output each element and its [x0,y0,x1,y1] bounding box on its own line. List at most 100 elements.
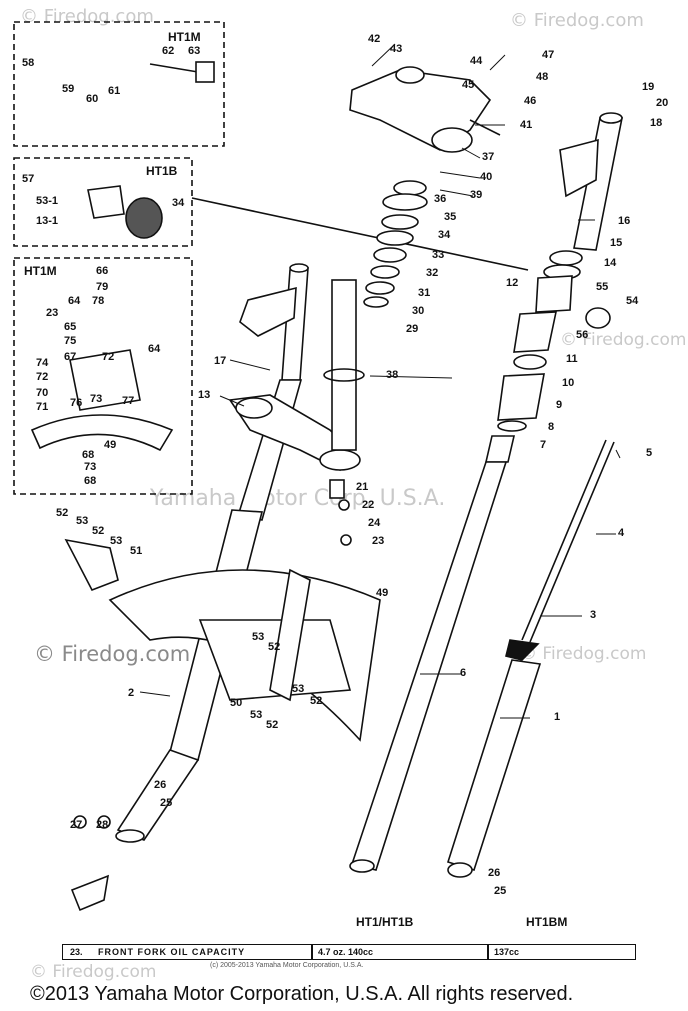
callout: 8 [548,421,555,433]
callout: 28 [96,819,109,831]
model-label-ht1bm: HT1BM [526,915,568,929]
callout: 42 [368,33,381,45]
capacity-label: FRONT FORK OIL CAPACITY [98,947,246,957]
callout: 23 [46,307,59,319]
watermark: © Firedog.com [30,962,157,982]
callout: 5 [646,447,653,459]
callout: 36 [434,193,447,205]
callout: 6 [460,667,467,679]
watermark: Yamaha Motor Corp, U.S.A. [150,486,446,511]
callout: 19 [642,81,655,93]
callout: 37 [482,151,495,163]
box-ht1m-bottom [13,257,193,495]
callout: 14 [604,257,617,269]
callout: 66 [96,265,109,277]
callout: 74 [36,357,49,369]
capacity-value-ht1bm: 137cc [494,947,520,957]
callout: 50 [230,697,243,709]
callout: 7 [540,439,547,451]
callout: 17 [214,355,227,367]
box-ht1m-top [13,21,225,147]
box-title-ht1m: HT1M [168,30,201,44]
small-copyright: (c) 2005-2013 Yamaha Motor Corporation, … [210,962,364,969]
callout: 16 [618,215,631,227]
callout: 49 [376,587,389,599]
callout: 40 [480,171,493,183]
callout: 41 [520,119,533,131]
callout: 56 [576,329,589,341]
callout: 53 [292,683,305,695]
copyright-footer: ©2013 Yamaha Motor Corporation, U.S.A. A… [30,983,574,1005]
callout: 53 [110,535,123,547]
box-title-ht1m: HT1M [24,264,57,278]
watermark: © Firedog.com [510,10,644,31]
callout: 67 [64,351,77,363]
callout: 29 [406,323,419,335]
box-ht1b [13,157,193,247]
callout: 79 [96,281,109,293]
callout: 49 [104,439,117,451]
callout: 62 [162,45,175,57]
model-label-ht1-ht1b: HT1/HT1B [356,915,414,929]
callout: 64 [148,343,161,355]
callout: 54 [626,295,639,307]
callout: 27 [70,819,83,831]
callout: 65 [64,321,77,333]
box-title-ht1b: HT1B [146,164,178,178]
callout: 45 [462,79,475,91]
callout: 48 [536,71,549,83]
callout: 73 [84,461,97,473]
callout: 13 [198,389,211,401]
watermark: © Firedog.com [20,6,154,27]
callout: 20 [656,97,669,109]
callout: 70 [36,387,49,399]
callout: 13-1 [36,215,59,227]
callout: 34 [172,197,185,209]
callout: 46 [524,95,537,107]
capacity-index: 23. [70,947,83,957]
callout: 53-1 [36,195,59,207]
callout: 3 [590,609,597,621]
callout: 72 [36,371,49,383]
callout: 32 [426,267,439,279]
callout: 22 [362,499,375,511]
callout: 21 [356,481,369,493]
callout: 34 [438,229,451,241]
callout: 30 [412,305,425,317]
callout: 26 [154,779,167,791]
callout: 44 [470,55,483,67]
callout: 76 [70,397,83,409]
capacity-table [62,944,636,960]
callout: 52 [268,641,281,653]
watermark: © Firedog.com [34,642,191,666]
callout: 64 [68,295,81,307]
callout: 23 [372,535,385,547]
callout: 47 [542,49,555,61]
watermark: © Firedog.com [520,644,647,664]
callout: 61 [108,85,121,97]
callout: 39 [470,189,483,201]
callout: 38 [386,369,399,381]
callout: 12 [506,277,519,289]
callout: 9 [556,399,563,411]
capacity-value-ht1: 4.7 oz. 140cc [318,947,374,957]
callout: 53 [250,709,263,721]
callout: 53 [252,631,265,643]
callout: 33 [432,249,445,261]
callout: 51 [130,545,143,557]
callout: 2 [128,687,135,699]
callout: 52 [310,695,323,707]
callout: 58 [22,57,35,69]
callout: 53 [76,515,89,527]
callout: 52 [266,719,279,731]
callout: 63 [188,45,201,57]
callout: 57 [22,173,35,185]
callout: 25 [160,797,173,809]
callout: 10 [562,377,575,389]
callout: 59 [62,83,75,95]
callout: 25 [494,885,507,897]
watermark: © Firedog.com [560,330,687,350]
callout: 55 [596,281,609,293]
